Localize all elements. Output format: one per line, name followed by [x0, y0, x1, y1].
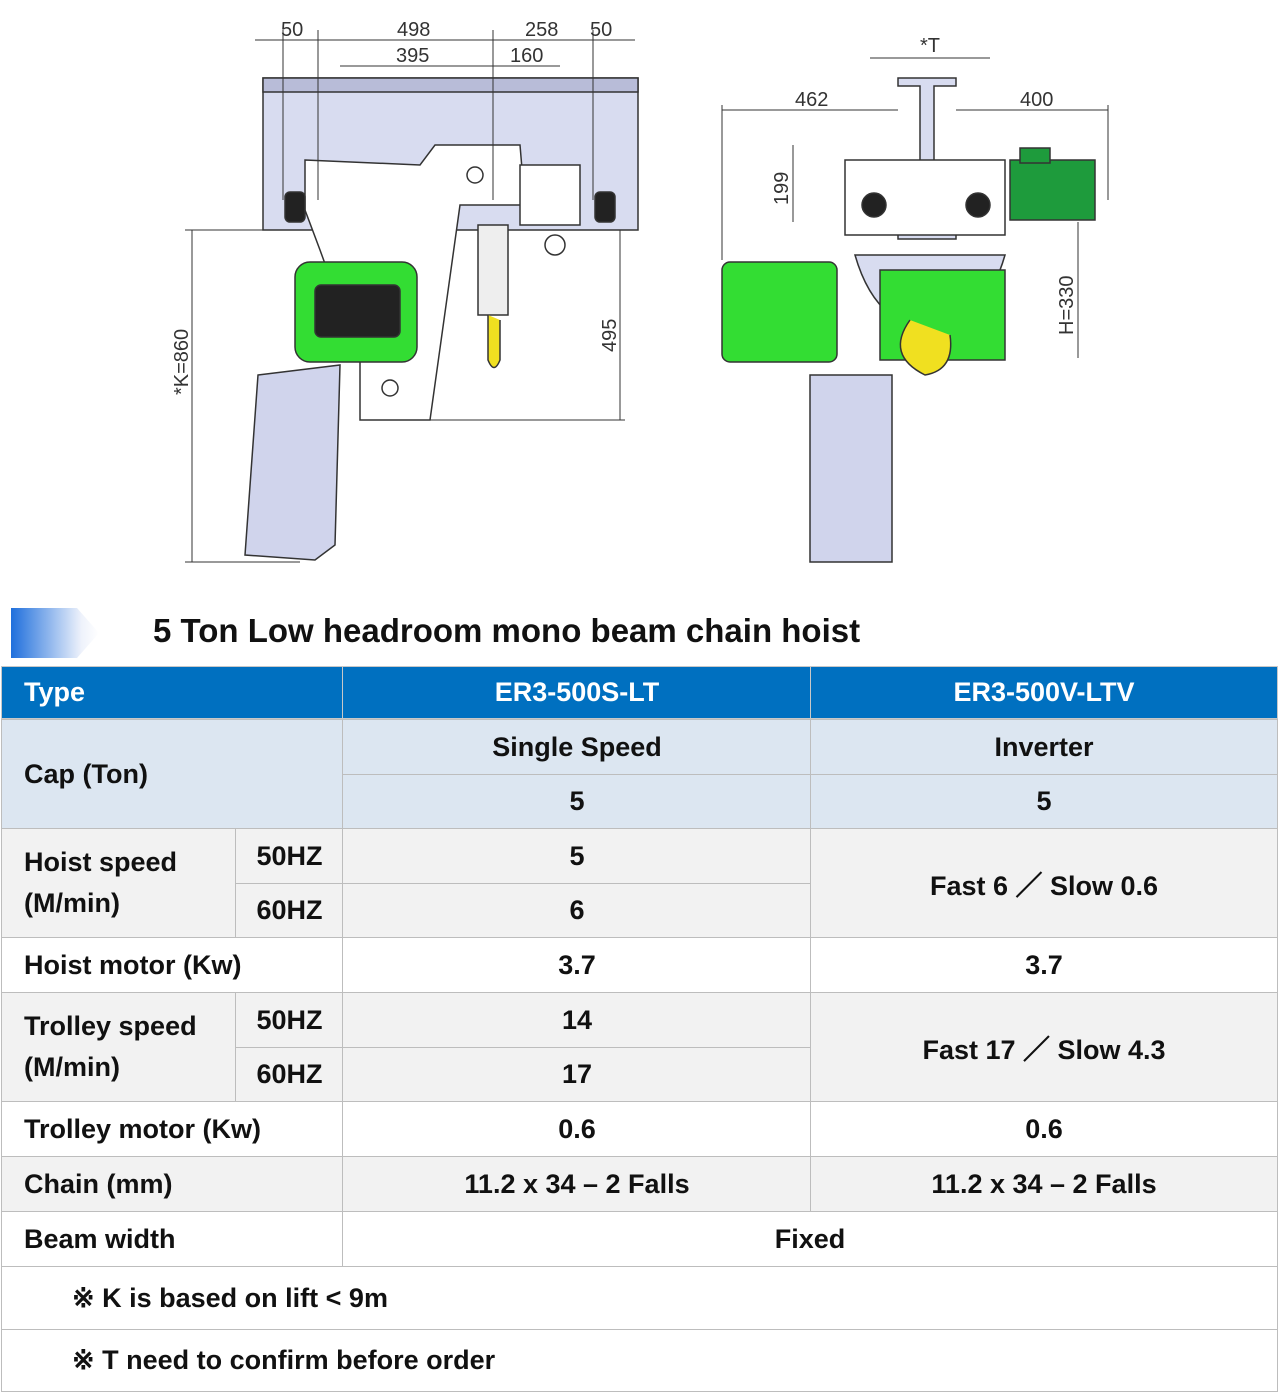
- chain-1: 11.2 x 34 – 2 Falls: [342, 1156, 812, 1212]
- chain-2: 11.2 x 34 – 2 Falls: [810, 1156, 1278, 1212]
- cap-value-2: 5: [810, 774, 1278, 829]
- section-marker-icon: [11, 608, 99, 658]
- dim-495: 495: [599, 319, 621, 352]
- side-dimension-lines: [721, 57, 1109, 358]
- beam-width-label: Beam width: [1, 1211, 344, 1267]
- trolley-motor-label: Trolley motor (Kw): [1, 1101, 344, 1157]
- hoist-motor-2: 3.7: [810, 937, 1278, 993]
- cap-mode-2: Inverter: [810, 719, 1278, 775]
- trolley-60hz: 60HZ: [235, 1047, 344, 1102]
- hoist-motor-label: Hoist motor (Kw): [1, 937, 344, 993]
- dim-258: 258: [525, 19, 558, 41]
- header-model-1: ER3-500S-LT: [342, 666, 812, 719]
- trolley-motor-2: 0.6: [810, 1101, 1278, 1157]
- hoist-motor-1: 3.7: [342, 937, 812, 993]
- dim-k: *K=860: [171, 329, 193, 395]
- hoist-speed-inverter: Fast 6 ／ Slow 0.6: [810, 828, 1278, 938]
- hoist-speed-label-2: (M/min): [24, 888, 120, 918]
- trolley-motor-1: 0.6: [342, 1101, 812, 1157]
- note-t: ※ T need to confirm before order: [1, 1329, 1278, 1392]
- header-type: Type: [1, 666, 344, 719]
- hoist-speed-label: Hoist speed (M/min): [1, 828, 237, 938]
- dim-t: *T: [920, 35, 940, 57]
- header-model-2: ER3-500V-LTV: [810, 666, 1278, 719]
- cap-mode-1: Single Speed: [342, 719, 812, 775]
- trolley-speed-label-2: (M/min): [24, 1052, 120, 1082]
- trolley-speed-60-value: 17: [342, 1047, 812, 1102]
- dim-160: 160: [510, 45, 543, 67]
- front-view: [244, 77, 639, 561]
- chain-label: Chain (mm): [1, 1156, 344, 1212]
- side-view: [721, 77, 1096, 563]
- dim-199: 199: [771, 172, 793, 205]
- dim-50-right: 50: [590, 19, 612, 41]
- front-dimension-lines: [185, 30, 635, 563]
- note-k: ※ K is based on lift < 9m: [1, 1266, 1278, 1330]
- hoist-50hz: 50HZ: [235, 828, 344, 884]
- hoist-speed-label-1: Hoist speed: [24, 847, 178, 877]
- trolley-speed-label-1: Trolley speed: [24, 1011, 197, 1041]
- hoist-speed-50-value: 5: [342, 828, 812, 884]
- beam-width-value: Fixed: [342, 1211, 1278, 1267]
- trolley-speed-label: Trolley speed (M/min): [1, 992, 237, 1102]
- dim-400: 400: [1020, 89, 1053, 111]
- hoist-speed-60-value: 6: [342, 883, 812, 938]
- dim-462: 462: [795, 89, 828, 111]
- dim-h330: H=330: [1056, 276, 1078, 336]
- page-title: 5 Ton Low headroom mono beam chain hoist: [153, 612, 861, 649]
- trolley-speed-inverter: Fast 17 ／ Slow 4.3: [810, 992, 1278, 1102]
- dim-498: 498: [397, 19, 430, 41]
- trolley-50hz: 50HZ: [235, 992, 344, 1048]
- dim-50-left: 50: [281, 19, 303, 41]
- hoist-60hz: 60HZ: [235, 883, 344, 938]
- hoist-technical-drawing: 50 498 258 50 395 160 *K=860 495 *T 462 …: [171, 19, 1109, 563]
- cap-value-1: 5: [342, 774, 812, 829]
- cap-label: Cap (Ton): [1, 719, 344, 829]
- trolley-speed-50-value: 14: [342, 992, 812, 1048]
- dim-395: 395: [396, 45, 429, 67]
